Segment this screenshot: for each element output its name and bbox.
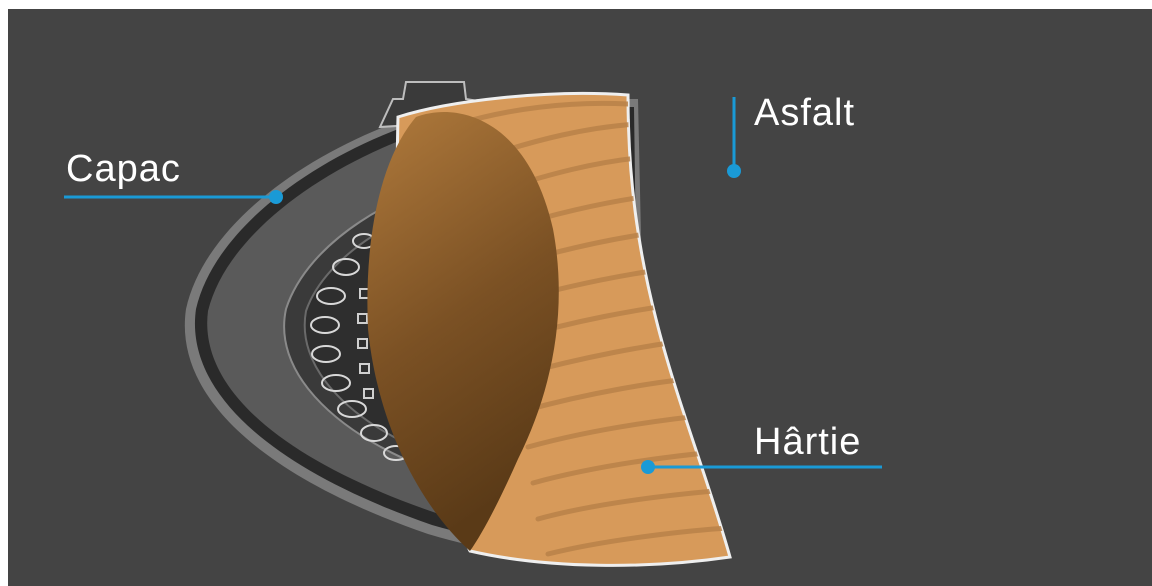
label-asfalt: Asfalt — [754, 94, 855, 132]
leader-capac — [64, 190, 283, 204]
leader-asfalt — [727, 97, 741, 178]
diagram-panel: Capac Asfalt Hârtie — [8, 9, 1152, 586]
label-capac: Capac — [66, 150, 181, 188]
label-hartie: Hârtie — [754, 423, 861, 461]
illustration — [8, 9, 1152, 586]
